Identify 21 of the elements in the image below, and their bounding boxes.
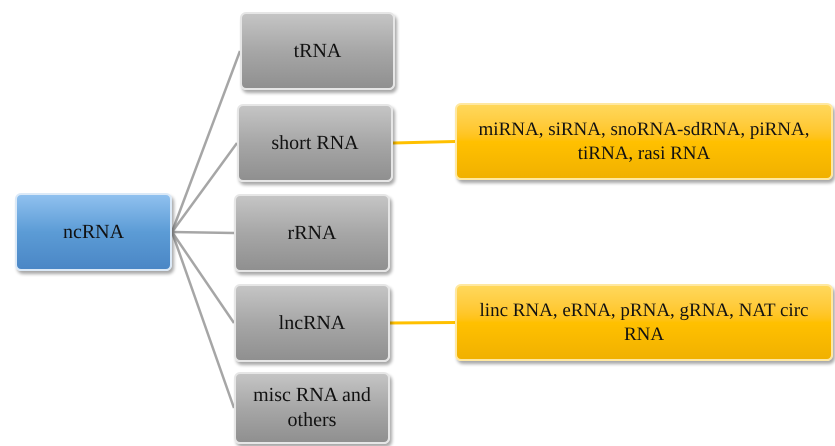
node-label: short RNA (271, 130, 359, 156)
node-label: rRNA (288, 220, 336, 246)
detail-box (455, 284, 833, 361)
node-label: miRNA, siRNA, snoRNA-sdRNA, piRNA, tiRNA, rasi RNA (478, 118, 810, 166)
category-box (234, 194, 390, 272)
connector-line (171, 142, 238, 233)
node-label: misc RNA and others (252, 383, 372, 433)
node-label: lncRNA (278, 310, 346, 336)
connector-line (392, 140, 456, 144)
detail-box (455, 103, 833, 180)
connector-line (390, 321, 456, 324)
category-box (240, 12, 395, 90)
root-box (15, 193, 172, 271)
category-box (237, 104, 393, 182)
node-label: tRNA (294, 38, 342, 64)
node-label: linc RNA, eRNA, pRNA, gRNA, NAT circ RNA (478, 298, 810, 346)
category-box (234, 372, 390, 444)
connector-line (172, 230, 234, 234)
connector-line (170, 231, 236, 324)
category-box (234, 284, 390, 362)
node-label: ncRNA (62, 220, 124, 244)
